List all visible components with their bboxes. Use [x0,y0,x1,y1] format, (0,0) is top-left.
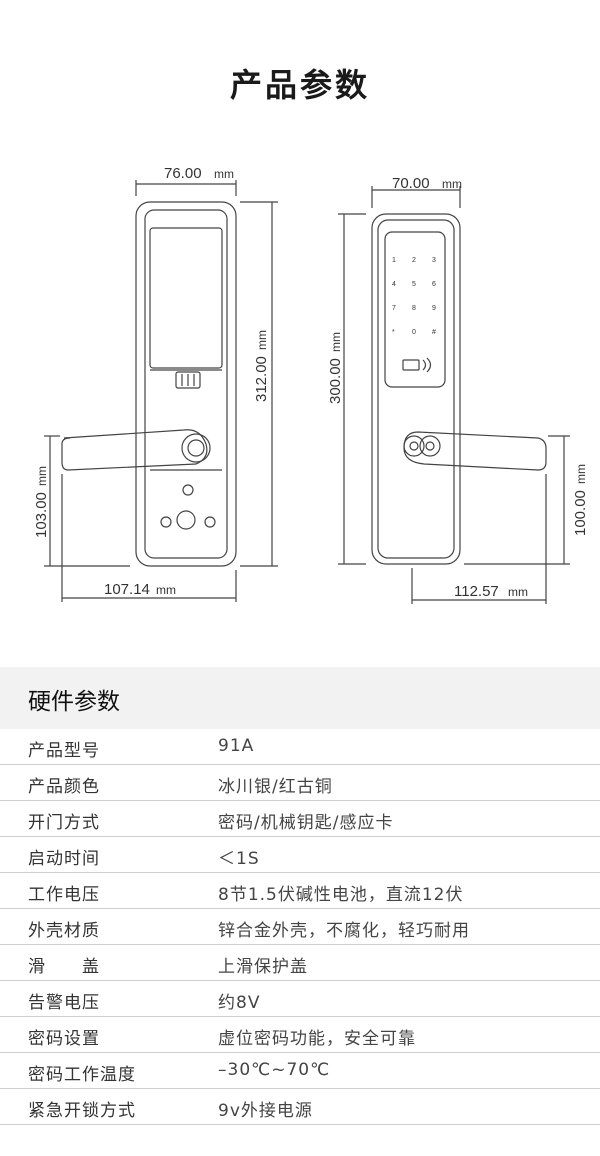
back-width-value: 70.00 [392,175,430,192]
spec-key: 密码工作温度 [28,1065,136,1085]
spec-key: 产品颜色 [28,777,100,797]
spec-value: 约8V [218,993,261,1013]
spec-value: 锌合金外壳，不腐化，轻巧耐用 [218,921,470,941]
page-title: 产品参数 [229,66,370,104]
front-height-value: 312.00 [253,356,270,402]
spec-row: 工作电压 8节1.5伏碱性电池，直流12伏 [0,873,600,909]
unit-label: mm [255,330,269,350]
spec-row: 告警电压 约8V [0,981,600,1017]
spec-value: 8节1.5伏碱性电池，直流12伏 [218,885,464,905]
spec-value: –30℃~70℃ [218,1060,331,1080]
back-height-value: 300.00 [327,358,344,404]
key-9: 9 [432,305,436,312]
spec-key: 产品型号 [28,741,100,761]
spec-value: 密码/机械钥匙/感应卡 [218,813,394,833]
card-reader-icon [402,357,432,373]
key-2: 2 [412,257,416,264]
front-handle-height-dim [44,435,130,567]
front-handle-height-value: 103.00 [33,492,50,538]
spec-key: 开门方式 [28,813,100,833]
front-handle-length-dim [61,474,237,602]
front-handle-length-value: 107.14 [104,581,150,598]
spec-table: 产品型号 91A 产品颜色 冰川银/红古铜 开门方式 密码/机械钥匙/感应卡 启… [0,729,600,1125]
unit-label: mm [329,332,343,352]
unit-label: mm [35,466,49,486]
spec-row: 外壳材质 锌合金外壳，不腐化，轻巧耐用 [0,909,600,945]
unit-label: mm [574,464,588,484]
key-8: 8 [412,305,416,312]
back-width-dim [371,186,461,208]
back-handle-height-dim [464,435,570,565]
keypad-panel [384,231,446,388]
spec-key: 启动时间 [28,849,100,869]
spec-value: 91A [218,736,255,756]
spec-value: 冰川银/红古铜 [218,777,333,797]
front-width-value: 76.00 [164,165,202,182]
spec-key: 密码设置 [28,1029,100,1049]
key-hash: # [432,329,436,336]
hardware-section-header: 硬件参数 [0,667,600,729]
key-0: 0 [412,329,416,336]
key-3: 3 [432,257,436,264]
spec-key: 紧急开锁方式 [28,1101,136,1121]
spec-row: 启动时间 ＜1S [0,837,600,873]
unit-label: mm [156,583,176,597]
spec-row: 产品颜色 冰川银/红古铜 [0,765,600,801]
spec-row: 密码设置 虚位密码功能，安全可靠 [0,1017,600,1053]
key-1: 1 [392,257,396,264]
key-4: 4 [392,281,396,288]
front-handle [61,429,211,471]
spec-value: 虚位密码功能，安全可靠 [218,1029,416,1049]
back-handle [403,431,547,471]
unit-label: mm [214,167,234,181]
spec-row: 紧急开锁方式 9v外接电源 [0,1089,600,1125]
spec-value: 9v外接电源 [218,1101,313,1121]
key-7: 7 [392,305,396,312]
spec-key: 工作电压 [28,885,100,905]
front-height-dim [240,201,278,567]
spec-row: 开门方式 密码/机械钥匙/感应卡 [0,801,600,837]
front-screws [160,484,216,530]
lock-dimension-diagram: 1 2 3 4 5 6 7 8 9 * 0 # 76.00 mm 312.00 … [33,165,589,604]
front-lock-body [135,201,237,567]
key-5: 5 [412,281,416,288]
back-lock-body [371,213,461,565]
spec-key: 告警电压 [28,993,100,1013]
spec-key: 外壳材质 [28,921,100,941]
back-handle-height-value: 100.00 [572,490,589,536]
spec-value: ＜1S [218,849,260,869]
spec-value: 上滑保护盖 [218,957,308,977]
back-handle-length-dim [411,474,547,604]
unit-label: mm [442,177,462,191]
section-title: 硬件参数 [28,689,120,715]
spec-row: 产品型号 91A [0,729,600,765]
spec-key: 滑 盖 [28,957,100,977]
back-handle-length-value: 112.57 [454,583,499,600]
key-star: * [392,329,395,336]
spec-row: 滑 盖 上滑保护盖 [0,945,600,981]
spec-row: 密码工作温度 –30℃~70℃ [0,1053,600,1089]
front-slide-latch [175,371,201,389]
front-width-dim [135,180,237,196]
keypad-keys: 1 2 3 4 5 6 7 8 9 * 0 # [392,257,436,336]
key-6: 6 [432,281,436,288]
back-height-dim [338,213,366,565]
unit-label: mm [508,585,528,599]
